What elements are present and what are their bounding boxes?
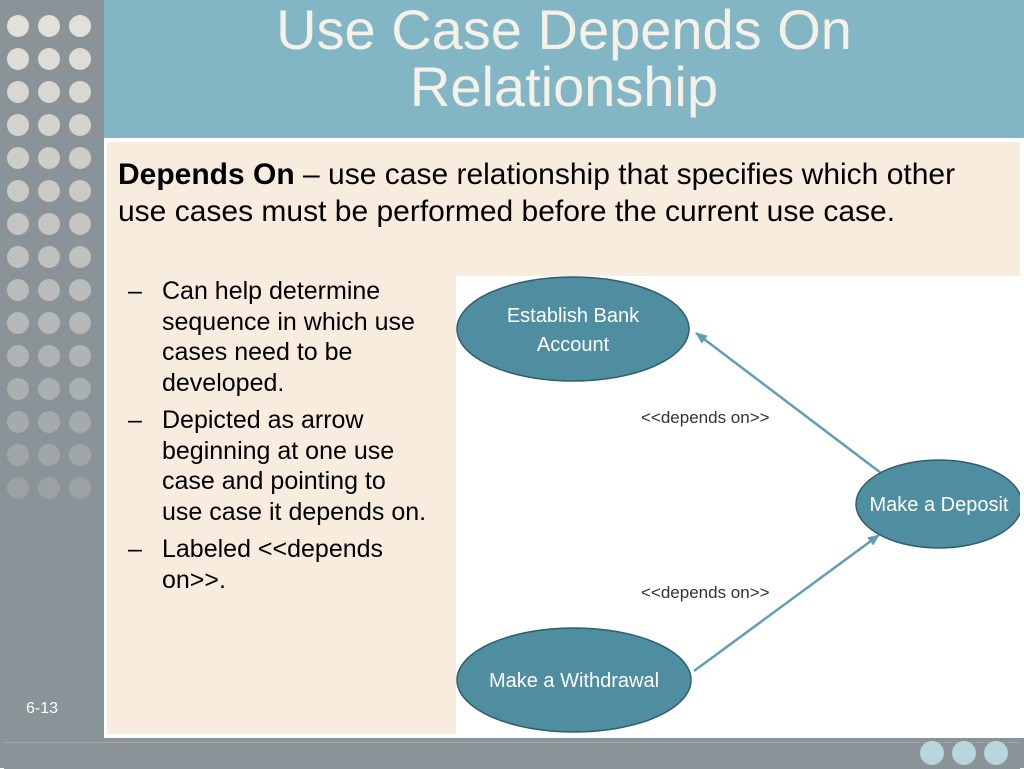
- bottom-dots: [920, 741, 1008, 765]
- sidebar-dot: [69, 48, 91, 70]
- sidebar-dot: [69, 312, 91, 334]
- bottom-dot: [984, 741, 1008, 765]
- sidebar-dot: [7, 114, 29, 136]
- bullet-list: –Can help determine sequence in which us…: [128, 276, 428, 602]
- sidebar-dot: [38, 345, 60, 367]
- edge-label-top: <<depends on>>: [641, 408, 770, 427]
- use-case-diagram: Establish Bank Account Make a Deposit Ma…: [456, 276, 1020, 734]
- sidebar-dot: [38, 312, 60, 334]
- sidebar-dot: [69, 81, 91, 103]
- deposit-label: Make a Deposit: [870, 494, 1009, 516]
- sidebar-dot: [69, 180, 91, 202]
- withdrawal-label: Make a Withdrawal: [489, 670, 659, 692]
- sidebar-dot: [38, 213, 60, 235]
- establish-label-line-1: Establish Bank: [507, 305, 640, 327]
- sidebar-dot: [69, 246, 91, 268]
- sidebar-dot: [7, 180, 29, 202]
- definition-term: Depends On: [118, 158, 295, 191]
- sidebar-dot: [38, 114, 60, 136]
- sidebar-dot: [7, 279, 29, 301]
- definition-paragraph: Depends On – use case relationship that …: [118, 156, 1008, 230]
- depends-on-arrow-bottom: [693, 533, 880, 673]
- sidebar-dot: [7, 48, 29, 70]
- bullet-item: –Depicted as arrow beginning at one use …: [128, 405, 428, 527]
- title-bar: [104, 0, 1024, 138]
- sidebar-dot: [7, 444, 29, 466]
- sidebar-dot: [69, 411, 91, 433]
- sidebar-dot: [69, 213, 91, 235]
- bullet-dash: –: [128, 406, 142, 434]
- dot-pattern: [7, 15, 91, 499]
- edge-label-bottom: <<depends on>>: [641, 583, 770, 602]
- slide-title: Use Case Depends On Relationship: [104, 0, 1024, 139]
- sidebar-dot: [7, 81, 29, 103]
- use-case-make-a-withdrawal: Make a Withdrawal: [456, 627, 692, 733]
- sidebar-dot: [7, 312, 29, 334]
- sidebar-dot: [38, 279, 60, 301]
- sidebar-dot: [69, 477, 91, 499]
- bullet-dash: –: [128, 535, 142, 563]
- sidebar-dot: [7, 345, 29, 367]
- sidebar-dot: [69, 345, 91, 367]
- bullet-text: Depicted as arrow beginning at one use c…: [162, 406, 427, 526]
- sidebar-dot: [69, 444, 91, 466]
- sidebar-dot: [7, 411, 29, 433]
- sidebar-dot: [38, 444, 60, 466]
- sidebar-dot: [69, 114, 91, 136]
- diagram-canvas: Establish Bank Account Make a Deposit Ma…: [456, 276, 1020, 733]
- sidebar-dot: [7, 213, 29, 235]
- definition-text: – use case relationship that specifies w…: [118, 158, 956, 228]
- sidebar-dot: [69, 15, 91, 37]
- sidebar-dot: [7, 378, 29, 400]
- sidebar-dot: [69, 378, 91, 400]
- bullet-text: Labeled <<depends on>>.: [162, 535, 384, 594]
- sidebar-dot: [38, 180, 60, 202]
- sidebar-dot: [7, 147, 29, 169]
- bullet-item: –Labeled <<depends on>>.: [128, 534, 428, 595]
- sidebar-dot: [69, 279, 91, 301]
- use-case-make-a-deposit: Make a Deposit: [855, 459, 1020, 549]
- depends-on-arrow-top: [695, 332, 882, 474]
- slide-number: 6-13: [26, 700, 59, 717]
- bullet-dash: –: [128, 277, 142, 305]
- sidebar-dot: [38, 15, 60, 37]
- title-line-2: Relationship: [409, 55, 719, 118]
- bullet-item: –Can help determine sequence in which us…: [128, 276, 428, 398]
- sidebar-dot: [7, 477, 29, 499]
- sidebar-dot: [38, 411, 60, 433]
- bottom-dot: [952, 741, 976, 765]
- sidebar-dot: [38, 378, 60, 400]
- sidebar-dot: [38, 48, 60, 70]
- bullet-text: Can help determine sequence in which use…: [162, 277, 415, 397]
- bottom-bar-inner: [4, 742, 1020, 769]
- sidebar-decoration: [0, 0, 104, 738]
- use-case-establish-bank-account: Establish Bank Account: [456, 276, 690, 382]
- title-line-1: Use Case Depends On: [276, 0, 852, 61]
- establish-label-line-2: Account: [537, 334, 610, 356]
- sidebar-dot: [38, 81, 60, 103]
- sidebar-dot: [38, 477, 60, 499]
- sidebar-dot: [38, 147, 60, 169]
- sidebar-dot: [7, 15, 29, 37]
- sidebar-dot: [69, 147, 91, 169]
- sidebar-dot: [38, 246, 60, 268]
- sidebar-dot: [7, 246, 29, 268]
- bottom-dot: [920, 741, 944, 765]
